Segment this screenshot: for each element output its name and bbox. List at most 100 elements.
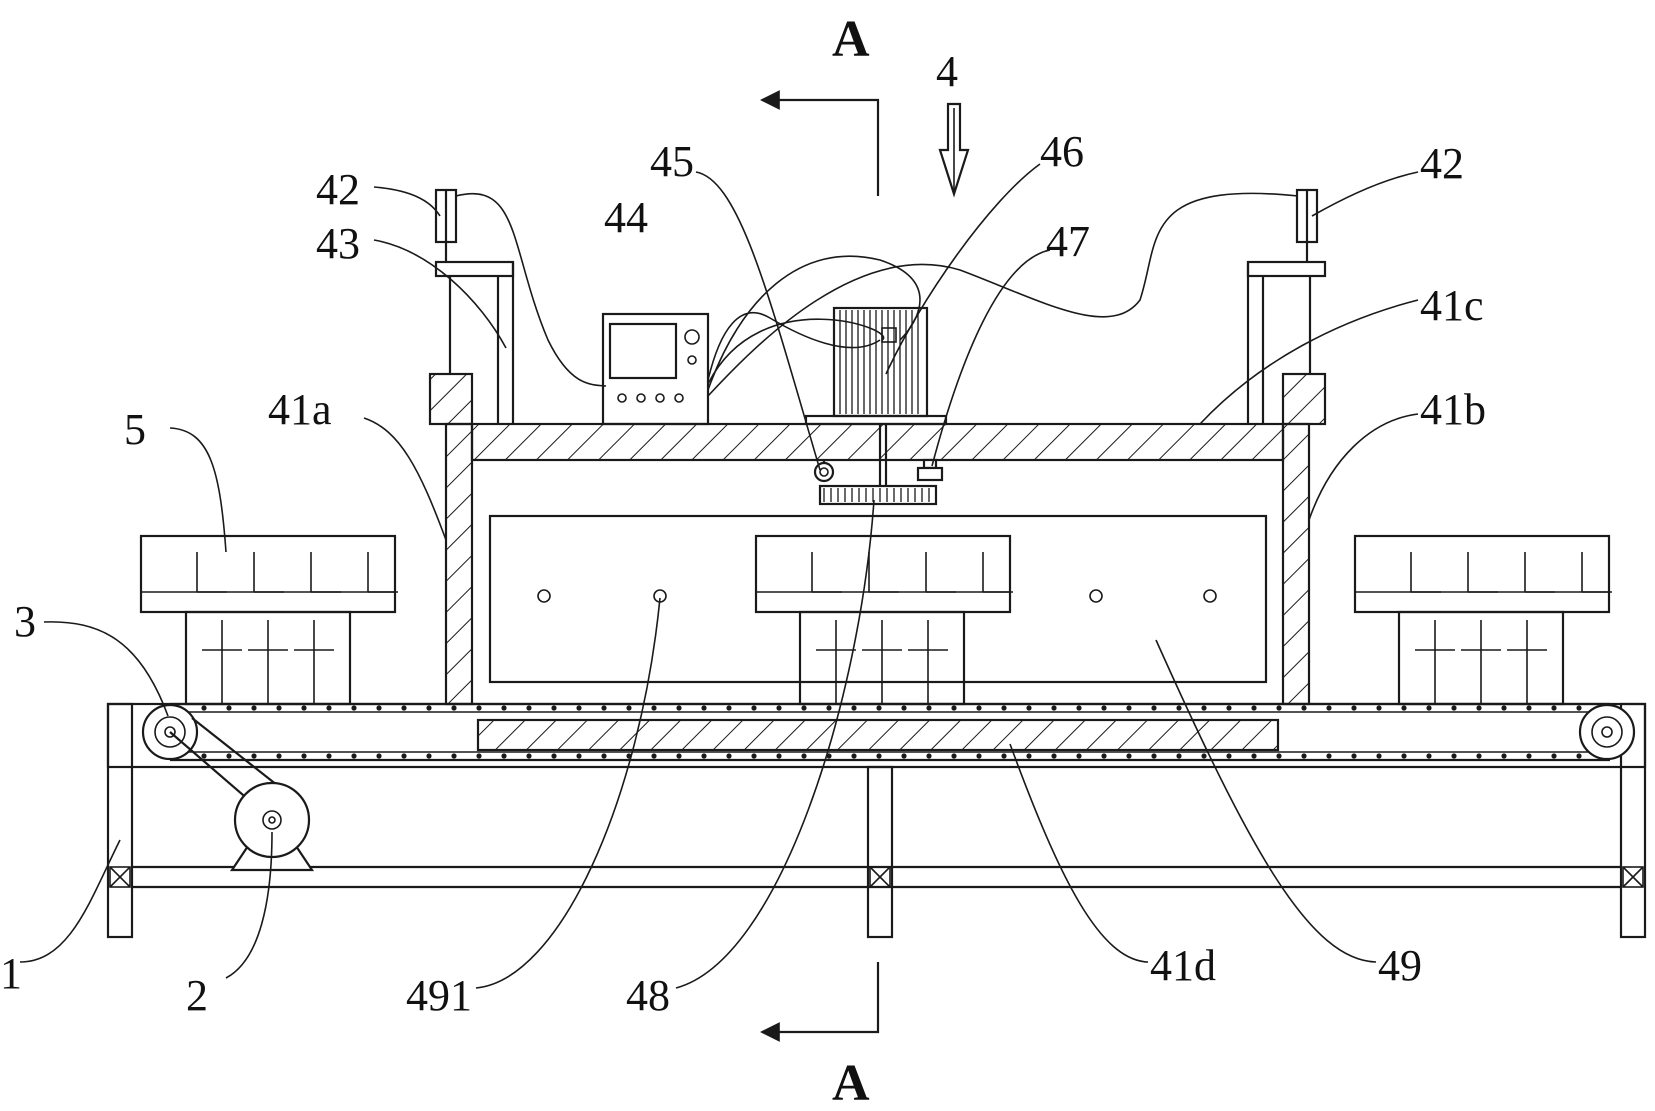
belt-dot — [276, 753, 281, 758]
belt-dot — [526, 753, 531, 758]
section-line: A A — [762, 11, 878, 1111]
fan-blades — [824, 488, 929, 502]
cross-joint-left — [110, 867, 130, 887]
belt-dot — [1551, 753, 1556, 758]
belt-dot — [1576, 753, 1581, 758]
belt-dot — [851, 705, 856, 710]
belt-dot — [751, 705, 756, 710]
label-3: 3 — [14, 597, 36, 646]
label-48: 48 — [626, 971, 670, 1020]
belt-dot — [326, 753, 331, 758]
belt-dot — [601, 705, 606, 710]
label-44: 44 — [604, 193, 648, 242]
belt-dot — [526, 705, 531, 710]
belt-dot — [326, 705, 331, 710]
belt-dot — [1051, 753, 1056, 758]
belt-dot — [651, 753, 656, 758]
humidity-sensor-47 — [918, 460, 942, 480]
belt-dot — [476, 753, 481, 758]
belt-dot — [1501, 705, 1506, 710]
belt-dot — [1526, 753, 1531, 758]
belt-dot — [1376, 753, 1381, 758]
belt-dot — [1301, 753, 1306, 758]
belt-dot — [201, 753, 206, 758]
belt-dot — [951, 705, 956, 710]
belt-dot — [1326, 705, 1331, 710]
belt-dot — [726, 753, 731, 758]
belt-dot — [376, 705, 381, 710]
heating-plate-41d — [478, 720, 1278, 750]
pulley-right — [1580, 705, 1634, 759]
label-4: 4 — [936, 47, 958, 96]
belt-dot — [901, 753, 906, 758]
belt-dot — [1151, 705, 1156, 710]
belt-dot — [1476, 753, 1481, 758]
belt-dot — [376, 753, 381, 758]
belt-dot — [576, 753, 581, 758]
belt-dot — [426, 705, 431, 710]
belt-dot — [1426, 705, 1431, 710]
belt-dot — [1526, 705, 1531, 710]
label-41c: 41c — [1420, 281, 1484, 330]
belt-dot — [976, 705, 981, 710]
belt-dot — [226, 753, 231, 758]
label-491: 491 — [406, 971, 472, 1020]
belt-dot — [1076, 705, 1081, 710]
belt-dot — [851, 753, 856, 758]
belt-dot — [1076, 753, 1081, 758]
belt-dot — [1201, 705, 1206, 710]
belt-dot — [426, 753, 431, 758]
belt-dot — [201, 705, 206, 710]
belt-dot — [451, 753, 456, 758]
view-arrow-4 — [940, 104, 968, 194]
belt-dot — [1226, 753, 1231, 758]
belt-dot — [926, 705, 931, 710]
label-2: 2 — [186, 971, 208, 1020]
belt-dot — [1126, 705, 1131, 710]
conveyor-belt — [143, 704, 1634, 760]
belt-dot — [1101, 753, 1106, 758]
belt-dot — [876, 705, 881, 710]
belt-dot — [251, 753, 256, 758]
product-stack-right — [1355, 536, 1609, 704]
control-box — [603, 314, 708, 424]
belt-dot — [251, 705, 256, 710]
belt-dot — [1251, 705, 1256, 710]
belt-dot — [701, 705, 706, 710]
motor-fins — [840, 310, 918, 414]
belt-dot — [1151, 753, 1156, 758]
belt-dot — [551, 753, 556, 758]
belt-dot — [1501, 753, 1506, 758]
belt-dot — [676, 705, 681, 710]
cross-joint-right — [1623, 867, 1643, 887]
belt-dot — [401, 705, 406, 710]
label-1: 1 — [0, 949, 22, 998]
belt-dot — [1451, 705, 1456, 710]
section-label-bottom: A — [832, 1055, 870, 1111]
label-42-left: 42 — [316, 165, 360, 214]
belt-dot — [651, 705, 656, 710]
belt-dot — [801, 753, 806, 758]
belt-dot — [451, 705, 456, 710]
belt-dot — [876, 753, 881, 758]
leader-lines — [20, 164, 1418, 988]
belt-dot — [1426, 753, 1431, 758]
belt-dot — [401, 753, 406, 758]
belt-dot — [1351, 705, 1356, 710]
belt-dot — [801, 705, 806, 710]
belt-dot — [951, 753, 956, 758]
belt-dot — [776, 705, 781, 710]
belt-dot — [626, 705, 631, 710]
belt-dot — [1101, 705, 1106, 710]
belt-dot — [676, 753, 681, 758]
belt-dot — [1051, 705, 1056, 710]
belt-dot — [701, 753, 706, 758]
product-stack-middle — [756, 536, 1010, 704]
belt-dot — [726, 705, 731, 710]
belt-dot — [1401, 705, 1406, 710]
belt-dot — [1001, 705, 1006, 710]
belt-dot — [601, 753, 606, 758]
belt-dot — [1226, 705, 1231, 710]
